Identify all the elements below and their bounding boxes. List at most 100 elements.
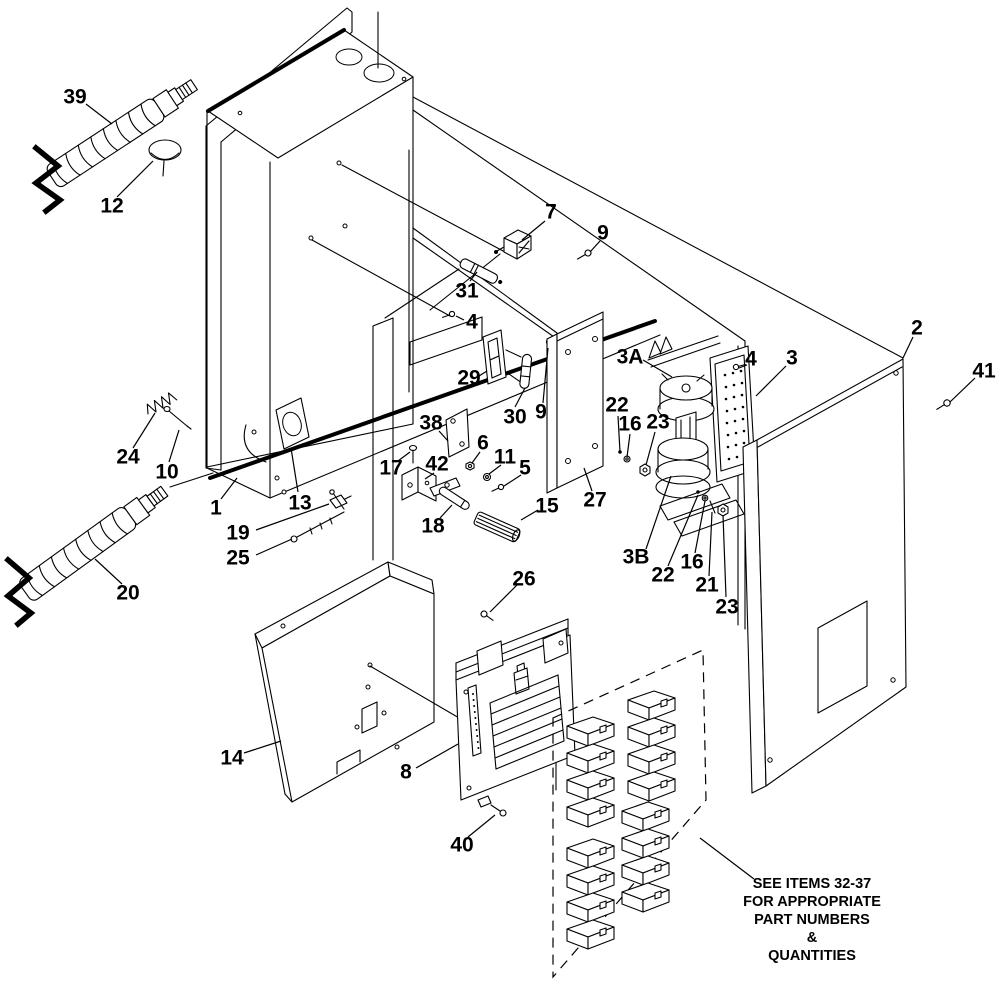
- callout-leader-18: [440, 505, 452, 518]
- callout-label-13: 13: [288, 492, 311, 515]
- callout-label-3: 3: [786, 347, 798, 370]
- callout-label-15: 15: [535, 495, 559, 518]
- note-line: &: [807, 930, 818, 946]
- circuit-breaker: [627, 771, 676, 802]
- callout-leader-13: [291, 448, 298, 492]
- circuit-breaker: [566, 892, 615, 923]
- callout-leader-3: [756, 366, 786, 396]
- callout-leader-20: [95, 559, 122, 584]
- circuit-breaker: [621, 801, 670, 832]
- circuit-breakers: [566, 690, 676, 950]
- callout-label-18: 18: [421, 515, 445, 538]
- callout-leader-3A: [643, 360, 672, 377]
- callout-leader-23: [723, 515, 726, 597]
- callout-label-10: 10: [155, 461, 178, 484]
- callout-label-4: 4: [466, 311, 478, 334]
- screw-4a: [442, 311, 456, 320]
- callout-leader-38: [439, 431, 448, 441]
- heater-strip-15: [473, 511, 522, 543]
- panel-27: [547, 312, 603, 493]
- side-panel-2: [743, 359, 906, 793]
- callout-leader-11: [489, 465, 501, 474]
- callout-label-14: 14: [220, 747, 244, 770]
- screw-40: [478, 796, 506, 816]
- note-line: SEE ITEMS 32-37: [753, 876, 871, 892]
- callout-label-41: 41: [972, 360, 996, 383]
- callout-label-7: 7: [545, 201, 557, 224]
- callout-label-9: 9: [597, 222, 609, 245]
- callout-label-42: 42: [425, 453, 448, 476]
- callout-leader-4: [739, 365, 747, 368]
- callout-label-22: 22: [605, 394, 628, 417]
- bolt-17: [410, 446, 417, 464]
- callout-label-16: 16: [680, 551, 703, 574]
- callout-leader-5: [504, 475, 521, 486]
- callout-leader-42: [425, 473, 434, 479]
- hardware-22-16-21-23-lower: [696, 490, 728, 516]
- circuit-breaker: [566, 838, 615, 869]
- callout-leader-41: [950, 378, 975, 402]
- circuit-breaker: [566, 865, 615, 896]
- callout-label-5: 5: [519, 457, 531, 480]
- callout-label-9: 9: [535, 401, 547, 424]
- callout-label-20: 20: [116, 582, 139, 605]
- callout-leader-27: [584, 468, 592, 491]
- screw-25: [291, 512, 344, 542]
- fuse-holder-29: [483, 330, 522, 384]
- callout-leader-39: [86, 104, 112, 124]
- screw-10: [164, 407, 191, 430]
- callout-leader-23: [646, 432, 655, 465]
- callout-label-26: 26: [512, 568, 535, 591]
- callout-leader-9: [590, 241, 600, 252]
- callout-label-11: 11: [494, 446, 517, 469]
- callout-label-3A: 3A: [617, 346, 644, 369]
- callout-leader-17: [398, 452, 410, 461]
- callout-leader-4: [456, 316, 464, 320]
- callout-leader-29: [479, 371, 487, 376]
- circuit-breaker: [621, 882, 670, 913]
- bracket-finger: [649, 341, 661, 358]
- circuit-breaker: [627, 690, 676, 721]
- mounting-bracket-14: [255, 562, 434, 802]
- callout-leader-40: [468, 815, 495, 837]
- callout-label-16: 16: [618, 413, 641, 436]
- breaker-cover-dashed-outline: [553, 650, 706, 977]
- callout-label-40: 40: [450, 834, 473, 857]
- screw-9a: [576, 249, 592, 262]
- circuit-breaker: [621, 828, 670, 859]
- callout-leader-16: [695, 501, 705, 553]
- screw-41: [935, 399, 951, 412]
- coil-3A: [658, 374, 714, 421]
- callout-leader-21: [709, 512, 712, 576]
- callout-leader-2: [903, 337, 913, 358]
- callout-leader-31: [470, 272, 477, 281]
- load-center-8: [370, 619, 575, 800]
- plug-button-12: [149, 140, 181, 176]
- callout-label-30: 30: [503, 406, 526, 429]
- fuse-30: [519, 354, 532, 389]
- callout-label-4: 4: [745, 348, 757, 371]
- hole-plate-13: [276, 398, 309, 449]
- pin-18: [438, 486, 471, 511]
- bracket-finger: [660, 337, 672, 354]
- callout-label-6: 6: [477, 432, 489, 455]
- callout-label-2: 2: [911, 317, 923, 340]
- circuit-breaker: [566, 797, 615, 828]
- callout-label-21: 21: [695, 574, 719, 597]
- callout-label-24: 24: [116, 446, 140, 469]
- coil-3B: [656, 438, 710, 498]
- callout-label-1: 1: [210, 497, 222, 520]
- spring-24: [144, 391, 177, 416]
- callout-label-17: 17: [379, 457, 402, 480]
- callout-leader-14: [244, 741, 281, 753]
- callout-leader-12: [117, 161, 153, 197]
- screw-26: [480, 610, 495, 623]
- note-line: PART NUMBERS: [754, 912, 870, 928]
- conduit-break-symbol: [36, 148, 60, 211]
- callout-label-19: 19: [226, 522, 249, 545]
- note-leader-line: [700, 838, 754, 879]
